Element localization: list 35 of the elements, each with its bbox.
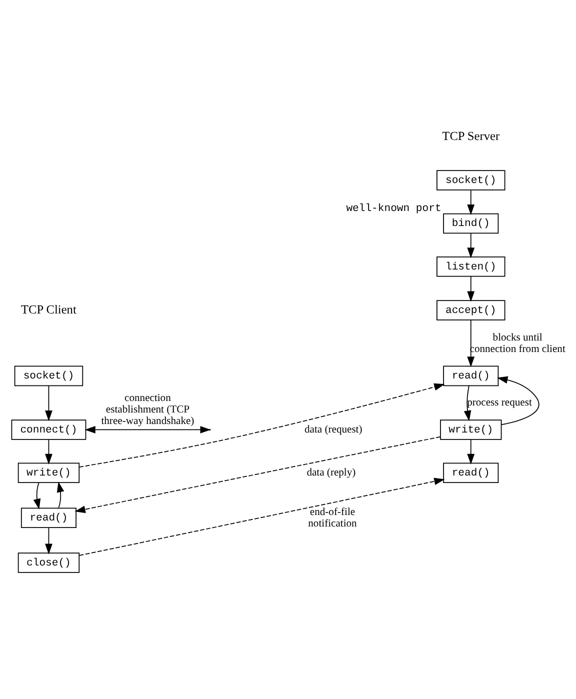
- arrow: [45, 385, 52, 422]
- label: TCP Client: [21, 302, 76, 317]
- node-box: read(): [443, 366, 499, 386]
- arrow: [467, 190, 475, 216]
- node-box: write(): [440, 420, 502, 440]
- arrow: [464, 385, 472, 422]
- node-label: well-known port: [346, 202, 442, 215]
- arrow: [467, 233, 475, 258]
- arrow: [78, 383, 445, 468]
- edge-label: process request: [467, 398, 532, 409]
- node-box: read(): [443, 462, 499, 484]
- node-box: connect(): [11, 420, 86, 440]
- arrow: [78, 478, 445, 556]
- arrow: [33, 482, 41, 510]
- node-box: listen(): [436, 256, 506, 277]
- node-box: close(): [18, 552, 80, 573]
- arrow: [497, 376, 540, 426]
- arrow: [467, 320, 475, 368]
- arrow: [74, 436, 441, 514]
- edge-label: connection establishment (TCP three-way handshake): [101, 393, 194, 428]
- arrow: [45, 439, 52, 464]
- edge-label: end-of-file notification: [308, 506, 357, 530]
- node-box: socket(): [14, 366, 84, 386]
- node-box: accept(): [436, 300, 506, 320]
- node-box: read(): [20, 508, 76, 528]
- node-box: bind(): [443, 213, 499, 234]
- arrow: [467, 276, 475, 302]
- node-box: socket(): [436, 170, 506, 190]
- edge-label: data (reply): [306, 468, 356, 479]
- arrow: [45, 527, 52, 554]
- label: TCP Server: [442, 128, 500, 143]
- edge-label: data (request): [304, 424, 362, 436]
- arrow: [56, 482, 64, 509]
- arrow: [467, 439, 475, 464]
- node-box: write(): [18, 462, 80, 484]
